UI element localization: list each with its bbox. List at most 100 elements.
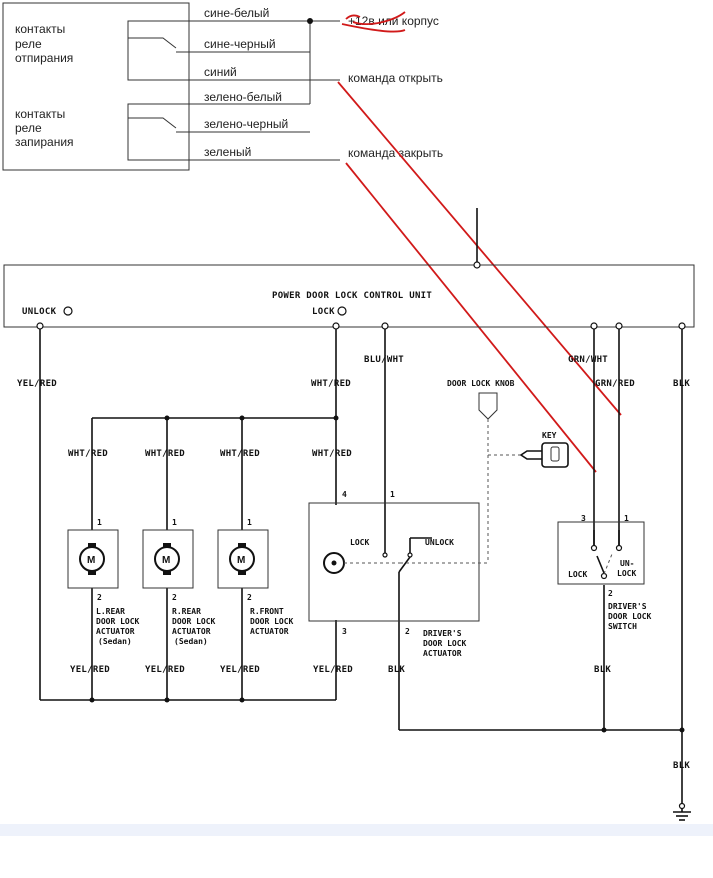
- control-unit-terminals: [36, 322, 686, 330]
- control-unit-title: POWER DOOR LOCK CONTROL UNIT: [272, 291, 432, 301]
- unlock-terminal-label: UNLOCK: [22, 307, 57, 317]
- wire-wht-red-l-rear: WHT/RED: [68, 449, 108, 459]
- lock-relay-contacts: [127, 103, 189, 161]
- caption-l-rear-line-3: ACTUATOR: [96, 627, 135, 636]
- wire-grn-wht: GRN/WHT: [568, 355, 608, 365]
- caption-r-rear-line-4: (Sedan): [174, 637, 208, 646]
- wire-label-green: зеленый: [204, 145, 251, 159]
- driver-actuator-pin-1: 1: [390, 490, 395, 499]
- actuator-r-rear: M: [142, 529, 194, 589]
- wire-label-blue-black: сине-черный: [204, 37, 276, 51]
- key-icon: [519, 442, 569, 468]
- relay-output-wires: [189, 18, 340, 161]
- wire-label-blue-white: сине-белый: [204, 6, 269, 20]
- driver-actuator-lock-label: LOCK: [350, 538, 369, 547]
- caption-l-rear-line-1: L.REAR: [96, 607, 125, 616]
- wire-yel-red-r-front: YEL/RED: [220, 665, 260, 675]
- caption-r-front-line-2: DOOR LOCK: [250, 617, 294, 626]
- wire-wht-red-driver: WHT/RED: [312, 449, 352, 459]
- switch-caption-1: DRIVER'S: [608, 602, 647, 611]
- caption-l-rear: L.REAR DOOR LOCK ACTUATOR (Sedan): [96, 607, 140, 646]
- footer-band: [0, 824, 713, 836]
- caption-r-rear: R.REAR DOOR LOCK ACTUATOR (Sedan): [172, 607, 216, 646]
- driver-actuator-unlock-label: UNLOCK: [425, 538, 454, 547]
- junction-dots: [89, 415, 685, 733]
- ground-symbol-icon: [673, 802, 691, 821]
- lock-relay-label-line-2: реле: [15, 121, 42, 135]
- driver-actuator-pin-2: 2: [405, 627, 410, 636]
- wire-wht-red-lock: WHT/RED: [311, 379, 351, 389]
- caption-l-rear-line-2: DOOR LOCK: [96, 617, 140, 626]
- wire-blu-wht: BLU/WHT: [364, 355, 404, 365]
- control-unit-box: [3, 264, 695, 328]
- switch-pin-2: 2: [608, 589, 613, 598]
- caption-r-front-line-1: R.FRONT: [250, 607, 284, 616]
- switch-caption: DRIVER'S DOOR LOCK SWITCH: [608, 602, 652, 631]
- lock-relay-label-line-1: контакты: [15, 107, 65, 121]
- actuator-l-rear: M: [67, 529, 119, 589]
- switch-lock-label: LOCK: [568, 570, 587, 579]
- key-label: KEY: [542, 431, 557, 440]
- switch-caption-3: SWITCH: [608, 622, 637, 631]
- unlock-terminal-symbol: [63, 306, 73, 316]
- pin-1-r-rear: 1: [172, 518, 177, 527]
- unlock-relay-label-line-3: отпирания: [15, 51, 73, 65]
- caption-r-front: R.FRONT DOOR LOCK ACTUATOR: [250, 607, 294, 636]
- switch-pin-1: 1: [624, 514, 629, 523]
- wire-blk-switch: BLK: [594, 665, 611, 675]
- pin-2-l-rear: 2: [97, 593, 102, 602]
- lock-terminal-symbol: [337, 306, 347, 316]
- driver-door-lock-switch: [557, 521, 645, 585]
- wire-label-green-white: зелено-белый: [204, 90, 282, 104]
- switch-unlock-label-2: LOCK: [617, 569, 636, 578]
- caption-r-rear-line-2: DOOR LOCK: [172, 617, 216, 626]
- wire-blk-actuator: BLK: [388, 665, 405, 675]
- main-wiring: [39, 329, 683, 805]
- motor-symbol-l-rear: M: [87, 555, 95, 566]
- driver-actuator-caption-1: DRIVER'S: [423, 629, 462, 638]
- wire-yel-red-unlock: YEL/RED: [17, 379, 57, 389]
- door-lock-knob-icon: [478, 392, 498, 420]
- switch-caption-2: DOOR LOCK: [608, 612, 652, 621]
- wire-yel-red-l-rear: YEL/RED: [70, 665, 110, 675]
- annotation-close-command: команда закрыть: [348, 146, 443, 160]
- red-annotations: [337, 11, 622, 473]
- driver-actuator-pin-3: 3: [342, 627, 347, 636]
- wire-yel-red-r-rear: YEL/RED: [145, 665, 185, 675]
- annotation-open-command: команда открыть: [348, 71, 443, 85]
- caption-r-rear-line-3: ACTUATOR: [172, 627, 211, 636]
- wire-label-blue: синий: [204, 65, 237, 79]
- annotation-power: +12в или корпус: [348, 14, 439, 28]
- wire-yel-red-driver: YEL/RED: [313, 665, 353, 675]
- motor-symbol-r-front: M: [237, 555, 245, 566]
- unlock-relay-label-line-1: контакты: [15, 22, 65, 36]
- unlock-relay-label-line-2: реле: [15, 37, 42, 51]
- relay-box-frame: [2, 2, 190, 171]
- wire-wht-red-r-front: WHT/RED: [220, 449, 260, 459]
- driver-actuator-pin-4: 4: [342, 490, 347, 499]
- caption-r-front-line-3: ACTUATOR: [250, 627, 289, 636]
- switch-pin-3: 3: [581, 514, 586, 523]
- pin-1-r-front: 1: [247, 518, 252, 527]
- switch-unlock-label-1: UN-: [620, 559, 634, 568]
- pin-2-r-front: 2: [247, 593, 252, 602]
- driver-door-lock-actuator: [308, 502, 480, 622]
- wire-wht-red-r-rear: WHT/RED: [145, 449, 185, 459]
- driver-actuator-caption: DRIVER'S DOOR LOCK ACTUATOR: [423, 629, 467, 658]
- wire-blk-ground: BLK: [673, 761, 690, 771]
- wire-label-green-black: зелено-черный: [204, 117, 288, 131]
- door-lock-knob-label: DOOR LOCK KNOB: [447, 379, 515, 388]
- lock-terminal-label: LOCK: [312, 307, 335, 317]
- caption-l-rear-line-4: (Sedan): [98, 637, 132, 646]
- caption-r-rear-line-1: R.REAR: [172, 607, 201, 616]
- motor-symbol-r-rear: M: [162, 555, 170, 566]
- wire-blk-main: BLK: [673, 379, 690, 389]
- actuator-r-front: M: [217, 529, 269, 589]
- wire-grn-red: GRN/RED: [595, 379, 635, 389]
- unlock-relay-contacts: [127, 20, 189, 81]
- pin-2-r-rear: 2: [172, 593, 177, 602]
- lock-relay-label-line-3: запирания: [15, 135, 74, 149]
- driver-actuator-caption-2: DOOR LOCK: [423, 639, 467, 648]
